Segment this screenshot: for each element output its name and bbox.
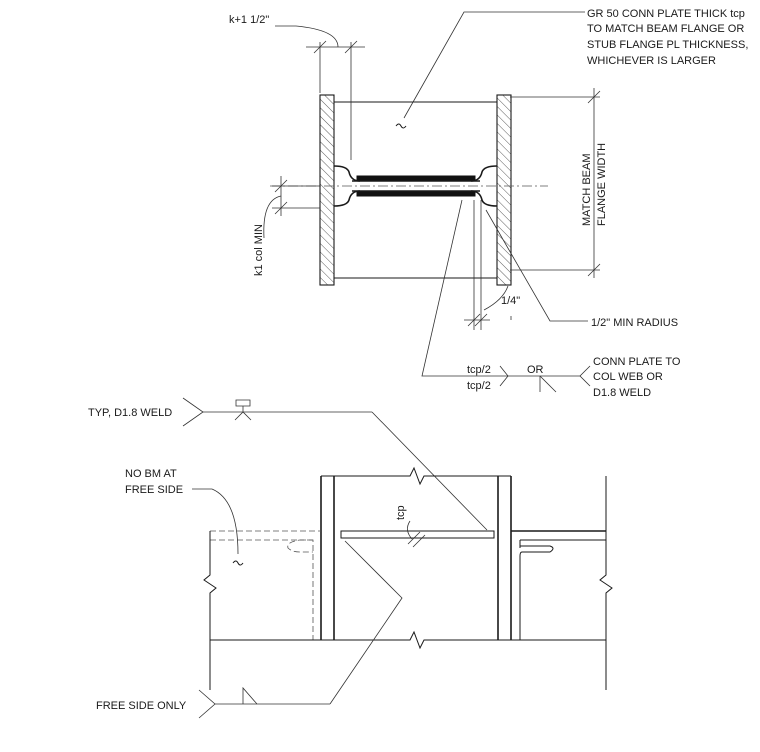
- typ-weld-flag: [235, 399, 251, 407]
- connection-plate-top: [356, 175, 476, 181]
- conn-plate-note-1: GR 50 CONN PLATE THICK tcp: [587, 8, 745, 20]
- right-column-flange: [496, 94, 512, 286]
- min-radius-leader: [485, 209, 588, 322]
- no-bm-label-2: FREE SIDE: [125, 484, 183, 496]
- flange-width-label: FLANGE WIDTH: [596, 143, 608, 226]
- free-side-tail: [198, 689, 216, 719]
- k1-tick-top: [274, 179, 288, 193]
- right-beam-break-top: [599, 476, 613, 690]
- k-dim-label: k+1 1/2": [229, 14, 269, 26]
- k-dim-leader: [275, 25, 339, 48]
- typ-weld-label: TYP, D1.8 WELD: [88, 407, 172, 419]
- conn-plate-leader: [403, 11, 585, 119]
- fillet-bottom-right: [470, 190, 498, 207]
- fillet-bottom-left: [333, 190, 361, 207]
- quarter-tick-right: [474, 313, 488, 327]
- elevation-detail: [182, 397, 613, 719]
- free-side-leader: [329, 540, 403, 705]
- conn-plate-note-2: TO MATCH BEAM FLANGE OR: [587, 23, 744, 35]
- connection-plate-bottom: [356, 191, 476, 197]
- quarter-inch-label: 1/4": [501, 295, 520, 307]
- top-cut-line: [321, 466, 511, 486]
- no-bm-label-1: NO BM AT: [125, 468, 177, 480]
- weld-tcp-bottom: tcp/2: [467, 380, 491, 392]
- free-side-only-label: FREE SIDE ONLY: [96, 700, 187, 712]
- connection-plate-elevation: [340, 530, 495, 539]
- weld-note-leader: [421, 199, 500, 377]
- free-side-fillet: [242, 686, 258, 705]
- weld-tcp-top: tcp/2: [467, 364, 491, 376]
- conn-plate-note-3: STUB FLANGE PL THICKNESS,: [587, 39, 748, 51]
- approx-symbol: [395, 123, 407, 129]
- conn-web-note-1: CONN PLATE TO: [593, 356, 681, 368]
- flange-dim-tick-top: [587, 90, 601, 104]
- no-bm-leader: [192, 488, 239, 555]
- k-dim-tick-left: [313, 40, 327, 54]
- conn-plate-note-4: WHICHEVER IS LARGER: [587, 55, 716, 67]
- k1-leader: [263, 195, 282, 239]
- weld-symbol: [499, 365, 591, 393]
- approx-symbol-bottom: [232, 560, 244, 566]
- typ-weld-symbol: [234, 406, 252, 421]
- typ-weld-tail: [182, 397, 204, 427]
- flange-dim-tick-bottom: [587, 263, 601, 277]
- tcp-leader: [407, 520, 413, 540]
- tcp-label: tcp: [395, 505, 407, 520]
- min-radius-label: 1/2" MIN RADIUS: [591, 317, 678, 329]
- weld-tail: [579, 365, 591, 387]
- fillet-top-right: [470, 165, 498, 182]
- k-dim-tick-right: [344, 40, 358, 54]
- left-beam-dashed-cope: [287, 539, 313, 553]
- weld-fillet-diag: [539, 375, 557, 393]
- left-break-line: [203, 531, 217, 690]
- typ-weld-leader: [371, 411, 488, 531]
- left-column-flange: [319, 94, 335, 286]
- tcp-ticks: [407, 531, 426, 548]
- k1-tick-bottom: [274, 201, 288, 215]
- quarter-leader: [483, 285, 509, 311]
- left-beam-dashed-flange: [210, 530, 321, 640]
- k1-col-min-label: k1 col MIN: [253, 224, 265, 276]
- column-section-detail: [263, 11, 601, 377]
- conn-web-note-2: COL WEB OR: [593, 371, 663, 383]
- weld-or-label: OR: [527, 364, 544, 376]
- weld-arrow-left: [499, 365, 509, 387]
- right-beam-cope: [519, 540, 554, 640]
- conn-web-note-3: D1.8 WELD: [593, 387, 651, 399]
- quarter-tick-left: [467, 313, 481, 327]
- fillet-top-left: [333, 165, 361, 182]
- bottom-flange-line: [210, 630, 606, 650]
- match-beam-label: MATCH BEAM: [581, 153, 593, 226]
